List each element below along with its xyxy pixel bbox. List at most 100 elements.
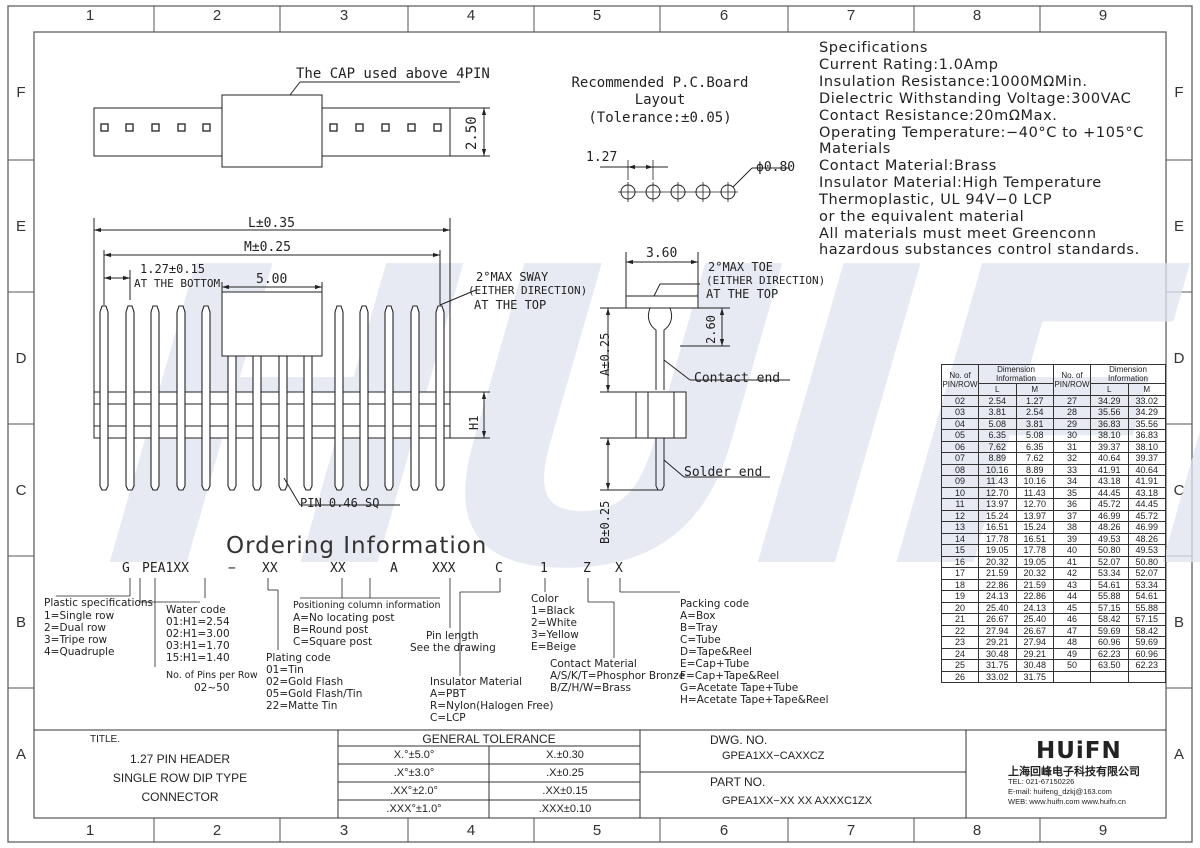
- dim-M-cell: 57.15: [1127, 613, 1166, 626]
- dim-M-cell: 55.88: [1127, 601, 1166, 614]
- ordering-line: 01=Tin: [266, 664, 304, 676]
- ordering-line: 02:H1=3.00: [166, 628, 230, 640]
- head-pin-row: No. of PIN/ROW: [941, 364, 979, 396]
- spec-line: Thermoplastic, UL 94V−0 LCP: [819, 192, 1053, 208]
- zone-col-8: 8: [972, 7, 982, 24]
- dim-M-cell: 49.53: [1127, 544, 1166, 557]
- tolerance-title: GENERAL TOLERANCE: [422, 732, 556, 746]
- dim-L-cell: 21.59: [978, 567, 1017, 580]
- cap-label: The CAP used above 4PIN: [296, 66, 490, 82]
- dimension-table: No. of PIN/ROW Dimension Information No.…: [941, 364, 1166, 683]
- toe-note-2: (EITHER DIRECTION): [706, 274, 826, 287]
- pin-count-cell: 17: [941, 567, 979, 580]
- zone-col-3-bottom: 3: [339, 822, 349, 839]
- ordering-line: B=Round post: [293, 624, 369, 636]
- code-part: XX: [262, 561, 278, 576]
- zone-col-2-bottom: 2: [212, 822, 222, 839]
- head-pin-per-row: PIN/ROW: [1054, 379, 1090, 389]
- dim-L-cell: 29.21: [978, 636, 1017, 649]
- zone-col-2: 2: [212, 7, 222, 24]
- ordering-line: A=PBT: [430, 688, 466, 700]
- ordering-line: A=No locating post: [293, 612, 395, 624]
- dim-M-cell: 20.32: [1015, 567, 1054, 580]
- pin-count-cell: 26: [941, 670, 979, 683]
- spec-line: or the equivalent material: [819, 209, 1025, 225]
- ordering-line: D=Tape&Reel: [680, 646, 752, 658]
- sway-note-2: (EITHER DIRECTION): [468, 284, 588, 297]
- pin-count-cell: 19: [941, 590, 979, 603]
- code-part: C: [495, 561, 503, 576]
- tol-linear: .XX±0.15: [542, 785, 588, 797]
- dim-L-cell: 50.80: [1090, 544, 1129, 557]
- pcb-tolerance: (Tolerance:±0.05): [588, 110, 732, 126]
- spec-line: All materials must meet Greenconn: [819, 226, 1097, 242]
- ordering-line: Plating code: [266, 652, 331, 664]
- zone-col-6-bottom: 6: [719, 822, 729, 839]
- tol-linear: .XXX±0.10: [538, 803, 592, 815]
- dim-cap-width: 5.00: [256, 272, 288, 287]
- spec-line: hazardous substances control standards.: [819, 242, 1140, 258]
- dim-M-cell: 30.48: [1015, 659, 1054, 672]
- front-view-cap: [221, 291, 323, 357]
- pin-count-cell: 12: [941, 509, 979, 522]
- ordering-line: Water code: [166, 604, 226, 616]
- ordering-line: 1=Black: [531, 605, 575, 617]
- company-email: E-mail: huifeng_dzkj@163.com: [1008, 787, 1112, 796]
- pin-count-cell: [1053, 670, 1091, 683]
- head-pin-per-row: PIN/ROW: [942, 379, 978, 389]
- dim-M-cell: 25.40: [1015, 613, 1054, 626]
- dim-M-cell: 50.80: [1127, 555, 1166, 568]
- zone-row-A: A: [15, 746, 26, 763]
- zone-col-8-bottom: 8: [972, 822, 982, 839]
- ordering-line: C=Tube: [680, 634, 721, 646]
- pcb-title-layout: Layout: [634, 92, 686, 108]
- ordering-line: 1=Single row: [44, 610, 115, 622]
- zone-col-1-bottom: 1: [85, 822, 95, 839]
- zone-col-4-bottom: 4: [466, 822, 476, 839]
- code-part: X: [615, 561, 623, 576]
- pcb-title: Recommended P.C.Board: [571, 75, 749, 91]
- pin-count-cell: 20: [941, 601, 979, 614]
- side-view-housing: [635, 391, 687, 439]
- pin-count-cell: 05: [941, 429, 979, 442]
- pin-count-cell: 23: [941, 636, 979, 649]
- title-line: CONNECTOR: [141, 790, 219, 804]
- top-view-cap: [221, 94, 323, 168]
- ordering-line: 05=Gold Flash/Tin: [266, 688, 363, 700]
- code-part: G: [122, 561, 130, 576]
- dim-M-cell: 58.42: [1127, 624, 1166, 637]
- zone-col-5-bottom: 5: [592, 822, 602, 839]
- pin-count-cell: 40: [1053, 544, 1091, 557]
- spec-line: Operating Temperature:−40°C to +105°C: [819, 125, 1144, 141]
- dim-pitch-note: AT THE BOTTOM: [134, 277, 221, 290]
- ordering-line: See the drawing: [410, 642, 496, 654]
- pin-count-cell: 47: [1053, 624, 1091, 637]
- pin-count-cell: 50: [1053, 659, 1091, 672]
- zone-row-A-right: A: [1173, 746, 1184, 763]
- ordering-line: 01:H1=2.54: [166, 616, 230, 628]
- dim-L-cell: 59.69: [1090, 624, 1129, 637]
- pin-count-cell: 45: [1053, 601, 1091, 614]
- spec-line: Dielectric Withstanding Voltage:300VAC: [819, 91, 1132, 107]
- tol-linear: .X±0.25: [546, 767, 584, 779]
- dwg-number: GPEA1XX−CAXXCZ: [722, 750, 825, 762]
- pin-count-cell: 39: [1053, 532, 1091, 545]
- dim-L-cell: 49.53: [1090, 532, 1129, 545]
- code-part: −: [228, 561, 236, 576]
- zone-col-3: 3: [339, 7, 349, 24]
- code-part: Z: [583, 561, 591, 576]
- dim-M-cell: 44.45: [1127, 498, 1166, 511]
- zone-row-E: E: [15, 218, 26, 235]
- zone-row-E-right: E: [1173, 218, 1184, 235]
- title-label: TITLE.: [90, 734, 121, 745]
- head-pin-row-2: No. of PIN/ROW: [1053, 364, 1091, 396]
- pin-count-cell: 49: [1053, 647, 1091, 660]
- toe-note-1: 2°MAX TOE: [708, 260, 774, 274]
